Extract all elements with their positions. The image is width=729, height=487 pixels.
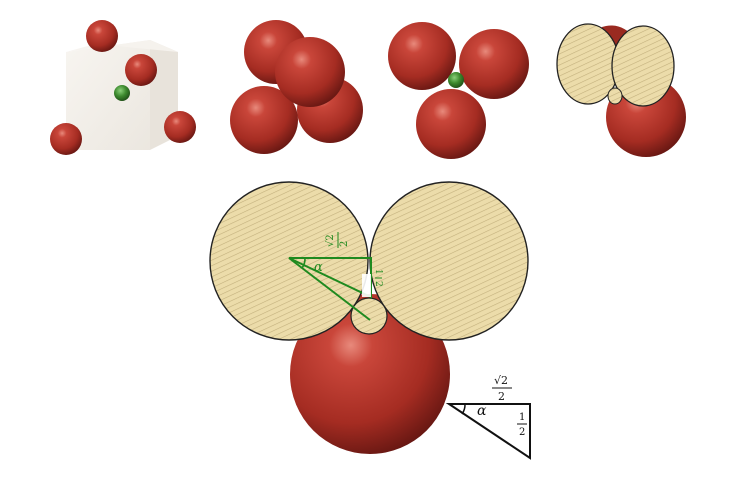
cube-face-top <box>66 40 178 52</box>
fraction-numerator: √2 <box>494 374 508 387</box>
fraction-denominator: 2 <box>498 390 505 403</box>
sphere <box>459 29 529 99</box>
fraction-numerator: 1 <box>373 269 383 275</box>
corner-atom <box>164 111 196 143</box>
cut-face-small <box>607 87 623 105</box>
main-cross-section: α √2 2 1 2 <box>209 181 529 454</box>
cut-face <box>611 25 675 107</box>
sphere-cluster-icon <box>230 20 363 154</box>
angle-arc <box>301 257 306 269</box>
fraction-sqrt2-over-2-green: √2 2 <box>325 232 350 248</box>
cut-disk-small <box>350 297 388 335</box>
corner-atom <box>86 20 118 52</box>
fraction-denominator: 2 <box>519 427 525 438</box>
sphere <box>230 86 298 154</box>
cut-disk-left <box>209 181 369 341</box>
sphere <box>275 37 345 107</box>
fraction-denominator: 2 <box>339 241 350 247</box>
fraction-denominator: 2 <box>373 281 383 287</box>
center-atom <box>448 72 464 88</box>
lower-sphere <box>290 294 450 454</box>
bcc-unit-cell-icon <box>50 20 196 155</box>
right-angle-fill <box>362 274 371 297</box>
corner-atom <box>125 54 157 86</box>
cut-spheres-icon <box>556 23 686 157</box>
angle-label: α <box>477 403 487 419</box>
triangle-outline <box>445 403 531 460</box>
angle-arc <box>461 403 466 415</box>
fraction-half: 1 2 <box>517 412 527 438</box>
angle-label: α <box>314 260 323 275</box>
fraction-half-green: 1 2 <box>373 269 383 287</box>
cut-disk-right <box>369 181 529 341</box>
center-atom <box>114 85 130 101</box>
sphere-cluster-top-icon <box>388 22 529 159</box>
reference-triangle: α √2 2 1 2 <box>445 374 531 460</box>
corner-atom <box>50 123 82 155</box>
fraction-sqrt2-over-2: √2 2 <box>492 374 512 403</box>
sphere <box>416 89 486 159</box>
fraction-numerator: √2 <box>325 234 336 247</box>
sphere <box>388 22 456 90</box>
fraction-numerator: 1 <box>519 412 525 423</box>
